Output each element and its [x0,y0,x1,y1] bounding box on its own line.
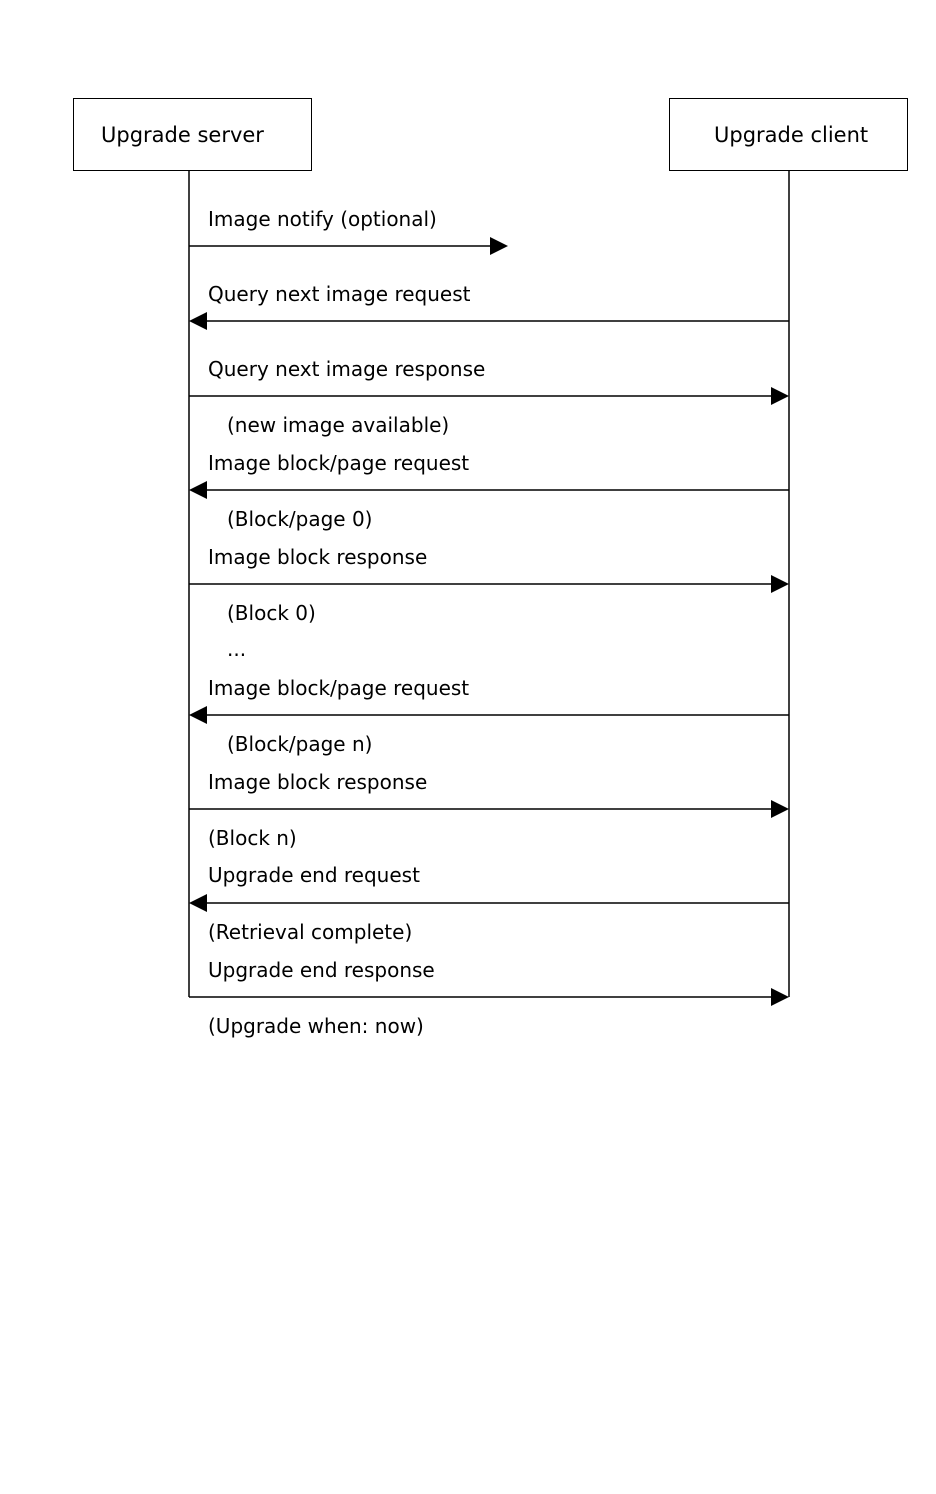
arrow-2-head [189,312,207,330]
ellipsis: ... [227,637,247,661]
message-9-note: (Upgrade when: now) [208,1014,424,1038]
message-2-label: Query next image request [208,282,471,306]
upgrade-server-box: Upgrade server [73,98,312,171]
message-7-label: Image block response [208,770,428,794]
arrow-1-head [490,237,508,255]
message-4-note: (Block/page 0) [227,507,373,531]
arrow-5-head [771,575,789,593]
message-8-note: (Retrieval complete) [208,920,413,944]
arrow-8-head [189,894,207,912]
message-1-label: Image notify (optional) [208,207,437,231]
message-8-label: Upgrade end request [208,863,420,887]
arrow-9-head [771,988,789,1006]
arrow-3-head [771,387,789,405]
message-6-label: Image block/page request [208,676,470,700]
arrow-7-head [771,800,789,818]
arrow-4-head [189,481,207,499]
arrow-6-head [189,706,207,724]
message-3-note: (new image available) [227,413,450,437]
message-3-label: Query next image response [208,357,486,381]
message-6-note: (Block/page n) [227,732,373,756]
message-4-label: Image block/page request [208,451,470,475]
message-9-label: Upgrade end response [208,958,435,982]
message-7-note: (Block n) [208,826,297,850]
upgrade-client-box: Upgrade client [669,98,908,171]
message-5-label: Image block response [208,545,428,569]
message-5-note: (Block 0) [227,601,316,625]
